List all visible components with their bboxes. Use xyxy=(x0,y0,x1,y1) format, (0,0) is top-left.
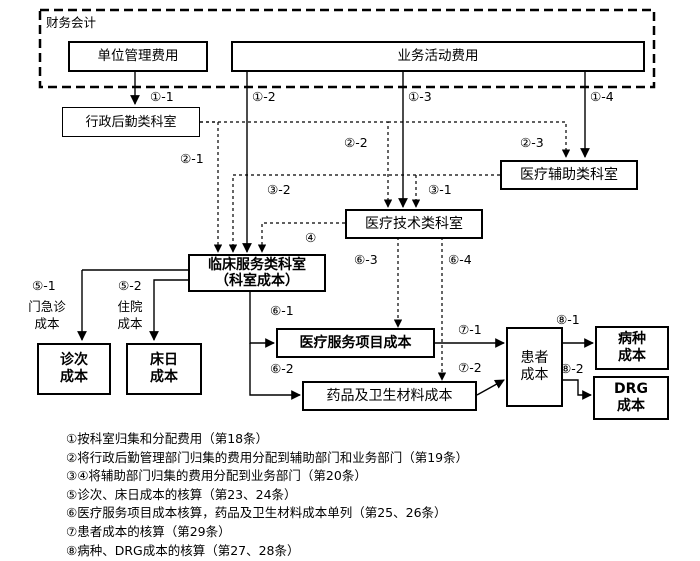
cost-allocation-diagram: 财务会计 单位管理费用 业务活动费用 行政后勤类科室 医疗辅助类科室 医疗技术类… xyxy=(22,8,669,420)
legend-item: ③④将辅助部门归集的费用分配到业务部门（第20条） xyxy=(66,468,367,484)
unit-management-cost-box: 单位管理费用 xyxy=(68,41,208,72)
admin-logistics-text: 行政后勤类科室 xyxy=(85,114,177,130)
step-label-7-2: ⑦-2 xyxy=(458,360,482,375)
step-label-1-1: ①-1 xyxy=(150,89,174,104)
visit-cost-text-1: 诊次 xyxy=(60,352,88,368)
medical-technical-text: 医疗技术类科室 xyxy=(365,215,463,232)
arrow-2-1 xyxy=(200,121,223,253)
inpatient-label-1: 住院 xyxy=(117,299,143,314)
disease-cost-text-1: 病种 xyxy=(618,331,646,347)
drg-cost-text-1: DRG xyxy=(614,381,648,397)
legend-item: ②将行政后勤管理部门归集的费用分配到辅助部门和业务部门（第19条） xyxy=(66,449,469,465)
legend-item: ⑧病种、DRG成本的核算（第27、28条） xyxy=(66,542,300,558)
accounting-frame xyxy=(38,8,656,89)
patient-cost-text-2: 成本 xyxy=(520,367,549,383)
step-label-8-2: ⑧-2 xyxy=(560,361,584,376)
medical-auxiliary-box: 医疗辅助类科室 xyxy=(500,160,638,190)
patient-cost-text-1: 患者 xyxy=(520,350,549,366)
legend-item: ⑥医疗服务项目成本核算，药品及卫生材料成本单列（第25、26条） xyxy=(66,505,447,521)
drug-material-cost-text: 药品及卫生材料成本 xyxy=(326,387,453,404)
business-activity-cost-box: 业务活动费用 xyxy=(231,41,645,72)
clinical-service-text-1: 临床服务类科室 xyxy=(208,257,306,273)
step-label-4: ④ xyxy=(305,230,317,245)
accounting-label: 财务会计 xyxy=(46,15,97,30)
medical-technical-box: 医疗技术类科室 xyxy=(345,209,483,239)
visit-cost-text-2: 成本 xyxy=(60,369,88,385)
clinical-service-box: 临床服务类科室 （科室成本） xyxy=(188,254,326,292)
arrow-7-2 xyxy=(476,379,505,396)
arrow-5-2 xyxy=(149,279,188,341)
disease-cost-box: 病种 成本 xyxy=(595,326,669,370)
patient-cost-box: 患者 成本 xyxy=(506,327,563,407)
bed-day-cost-box: 床日 成本 xyxy=(126,343,202,395)
outpatient-label-1: 门急诊 xyxy=(28,299,66,314)
arrow-3-2 xyxy=(228,174,416,253)
step-label-3-2: ③-2 xyxy=(267,182,291,197)
drg-cost-box: DRG 成本 xyxy=(593,376,669,420)
business-activity-cost-text: 业务活动费用 xyxy=(397,48,479,64)
admin-logistics-box: 行政后勤类科室 xyxy=(62,107,200,137)
service-item-cost-text: 医疗服务项目成本 xyxy=(299,334,412,351)
inpatient-label: 住院 成本 xyxy=(110,298,150,332)
drug-material-cost-box: 药品及卫生材料成本 xyxy=(302,381,477,411)
arrow-8-2 xyxy=(563,379,592,400)
step-label-5-1: ⑤-1 xyxy=(32,278,56,293)
arrow-6-2 xyxy=(249,343,301,400)
step-label-6-3: ⑥-3 xyxy=(354,252,378,267)
step-label-2-3: ②-3 xyxy=(520,135,544,150)
service-item-cost-box: 医疗服务项目成本 xyxy=(276,328,435,358)
step-label-8-1: ⑧-1 xyxy=(556,312,580,327)
bed-day-cost-text-2: 成本 xyxy=(150,369,178,385)
disease-cost-text-2: 成本 xyxy=(618,348,646,364)
step-label-7-1: ⑦-1 xyxy=(458,322,482,337)
legend: ①按科室归集和分配费用（第18条） ②将行政后勤管理部门归集的费用分配到辅助部门… xyxy=(66,430,686,560)
medical-auxiliary-text: 医疗辅助类科室 xyxy=(520,166,618,183)
outpatient-label-2: 成本 xyxy=(34,316,60,331)
step-label-5-2: ⑤-2 xyxy=(118,278,142,293)
bed-day-cost-text-1: 床日 xyxy=(150,352,178,368)
step-label-1-2: ①-2 xyxy=(252,89,276,104)
legend-item: ⑤诊次、床日成本的核算（第23、24条） xyxy=(66,486,297,502)
outpatient-label: 门急诊 成本 xyxy=(22,298,72,332)
step-label-2-2: ②-2 xyxy=(344,135,368,150)
legend-item: ⑦患者成本的核算（第29条） xyxy=(66,523,231,539)
step-label-6-1: ⑥-1 xyxy=(270,303,294,318)
drg-cost-text-2: 成本 xyxy=(617,398,645,414)
step-label-3-1: ③-1 xyxy=(428,182,452,197)
connector-layer xyxy=(38,8,656,400)
inpatient-label-2: 成本 xyxy=(117,316,143,331)
step-label-6-4: ⑥-4 xyxy=(448,252,472,267)
unit-management-cost-text: 单位管理费用 xyxy=(97,48,179,64)
step-label-1-3: ①-3 xyxy=(408,89,432,104)
legend-item: ①按科室归集和分配费用（第18条） xyxy=(66,431,269,446)
visit-cost-box: 诊次 成本 xyxy=(37,343,111,395)
clinical-service-text-2: （科室成本） xyxy=(215,273,299,289)
step-label-6-2: ⑥-2 xyxy=(270,361,294,376)
arrow-4 xyxy=(257,222,345,253)
step-label-2-1: ②-1 xyxy=(180,151,204,166)
step-label-1-4: ①-4 xyxy=(590,89,614,104)
